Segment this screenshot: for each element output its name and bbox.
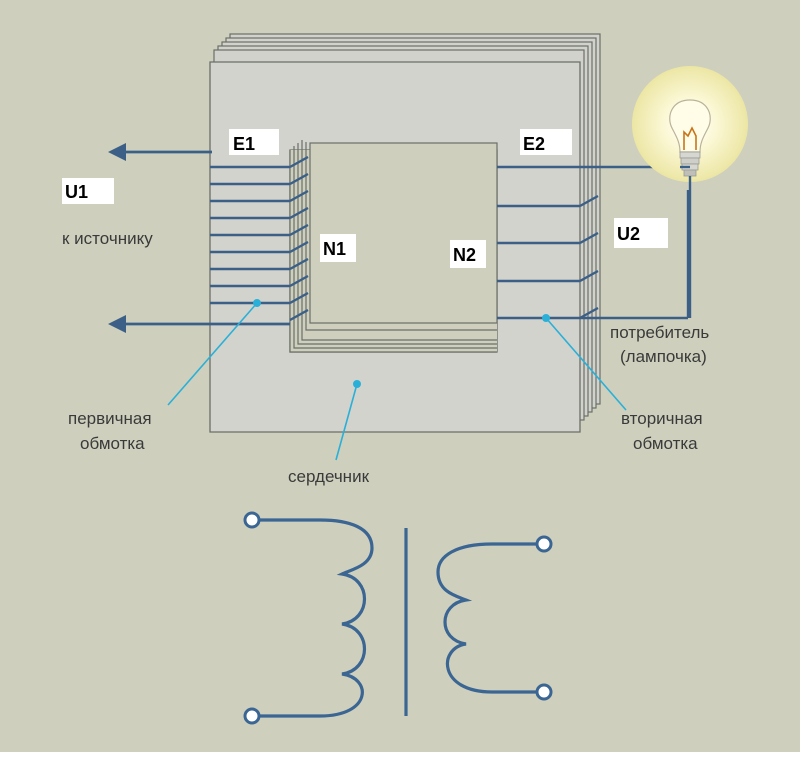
transformer-symbol [258,518,537,718]
n1-tag-box [320,234,356,262]
consumer-label-line1: потребитель [610,323,709,342]
e1-tag: E1 [233,134,255,154]
core-label: сердечник [288,467,370,486]
n1-tag: N1 [323,239,346,259]
light-bulb-icon [632,66,748,182]
primary-leads [125,150,290,326]
consumer-label-line2: (лампочка) [620,347,707,366]
e2-tag-box [520,129,572,155]
primary-marker-dot [253,299,261,307]
u1-tag: U1 [65,182,88,202]
secondary-label-line1: вторичная [621,409,703,428]
core-marker-dot [353,380,361,388]
arrow-left-icon [108,315,126,333]
source-label: к источнику [62,229,153,248]
n2-tag: N2 [453,245,476,265]
symbol-primary-coil [258,518,374,718]
terminal-primary-bottom [243,707,261,725]
e2-tag: E2 [523,134,545,154]
e1-tag-box [229,129,279,155]
primary-label-line2: обмотка [80,434,145,453]
leader-lines [167,302,627,461]
terminal-primary-top [243,511,261,529]
secondary-label-line2: обмотка [633,434,698,453]
symbol-secondary-coil [436,542,537,694]
primary-label-line1: первичная [68,409,152,428]
u1-tag-box [62,178,114,204]
u2-tag: U2 [617,224,640,244]
primary-winding [210,155,309,322]
core-window-inner [309,142,498,324]
arrow-left-icon [108,143,126,161]
u2-tag-box [614,218,668,248]
terminal-secondary-top [535,535,553,553]
terminal-secondary-bottom [535,683,553,701]
symbol-terminals [243,511,553,725]
n2-tag-box [450,240,486,268]
secondary-marker-dot [542,314,550,322]
